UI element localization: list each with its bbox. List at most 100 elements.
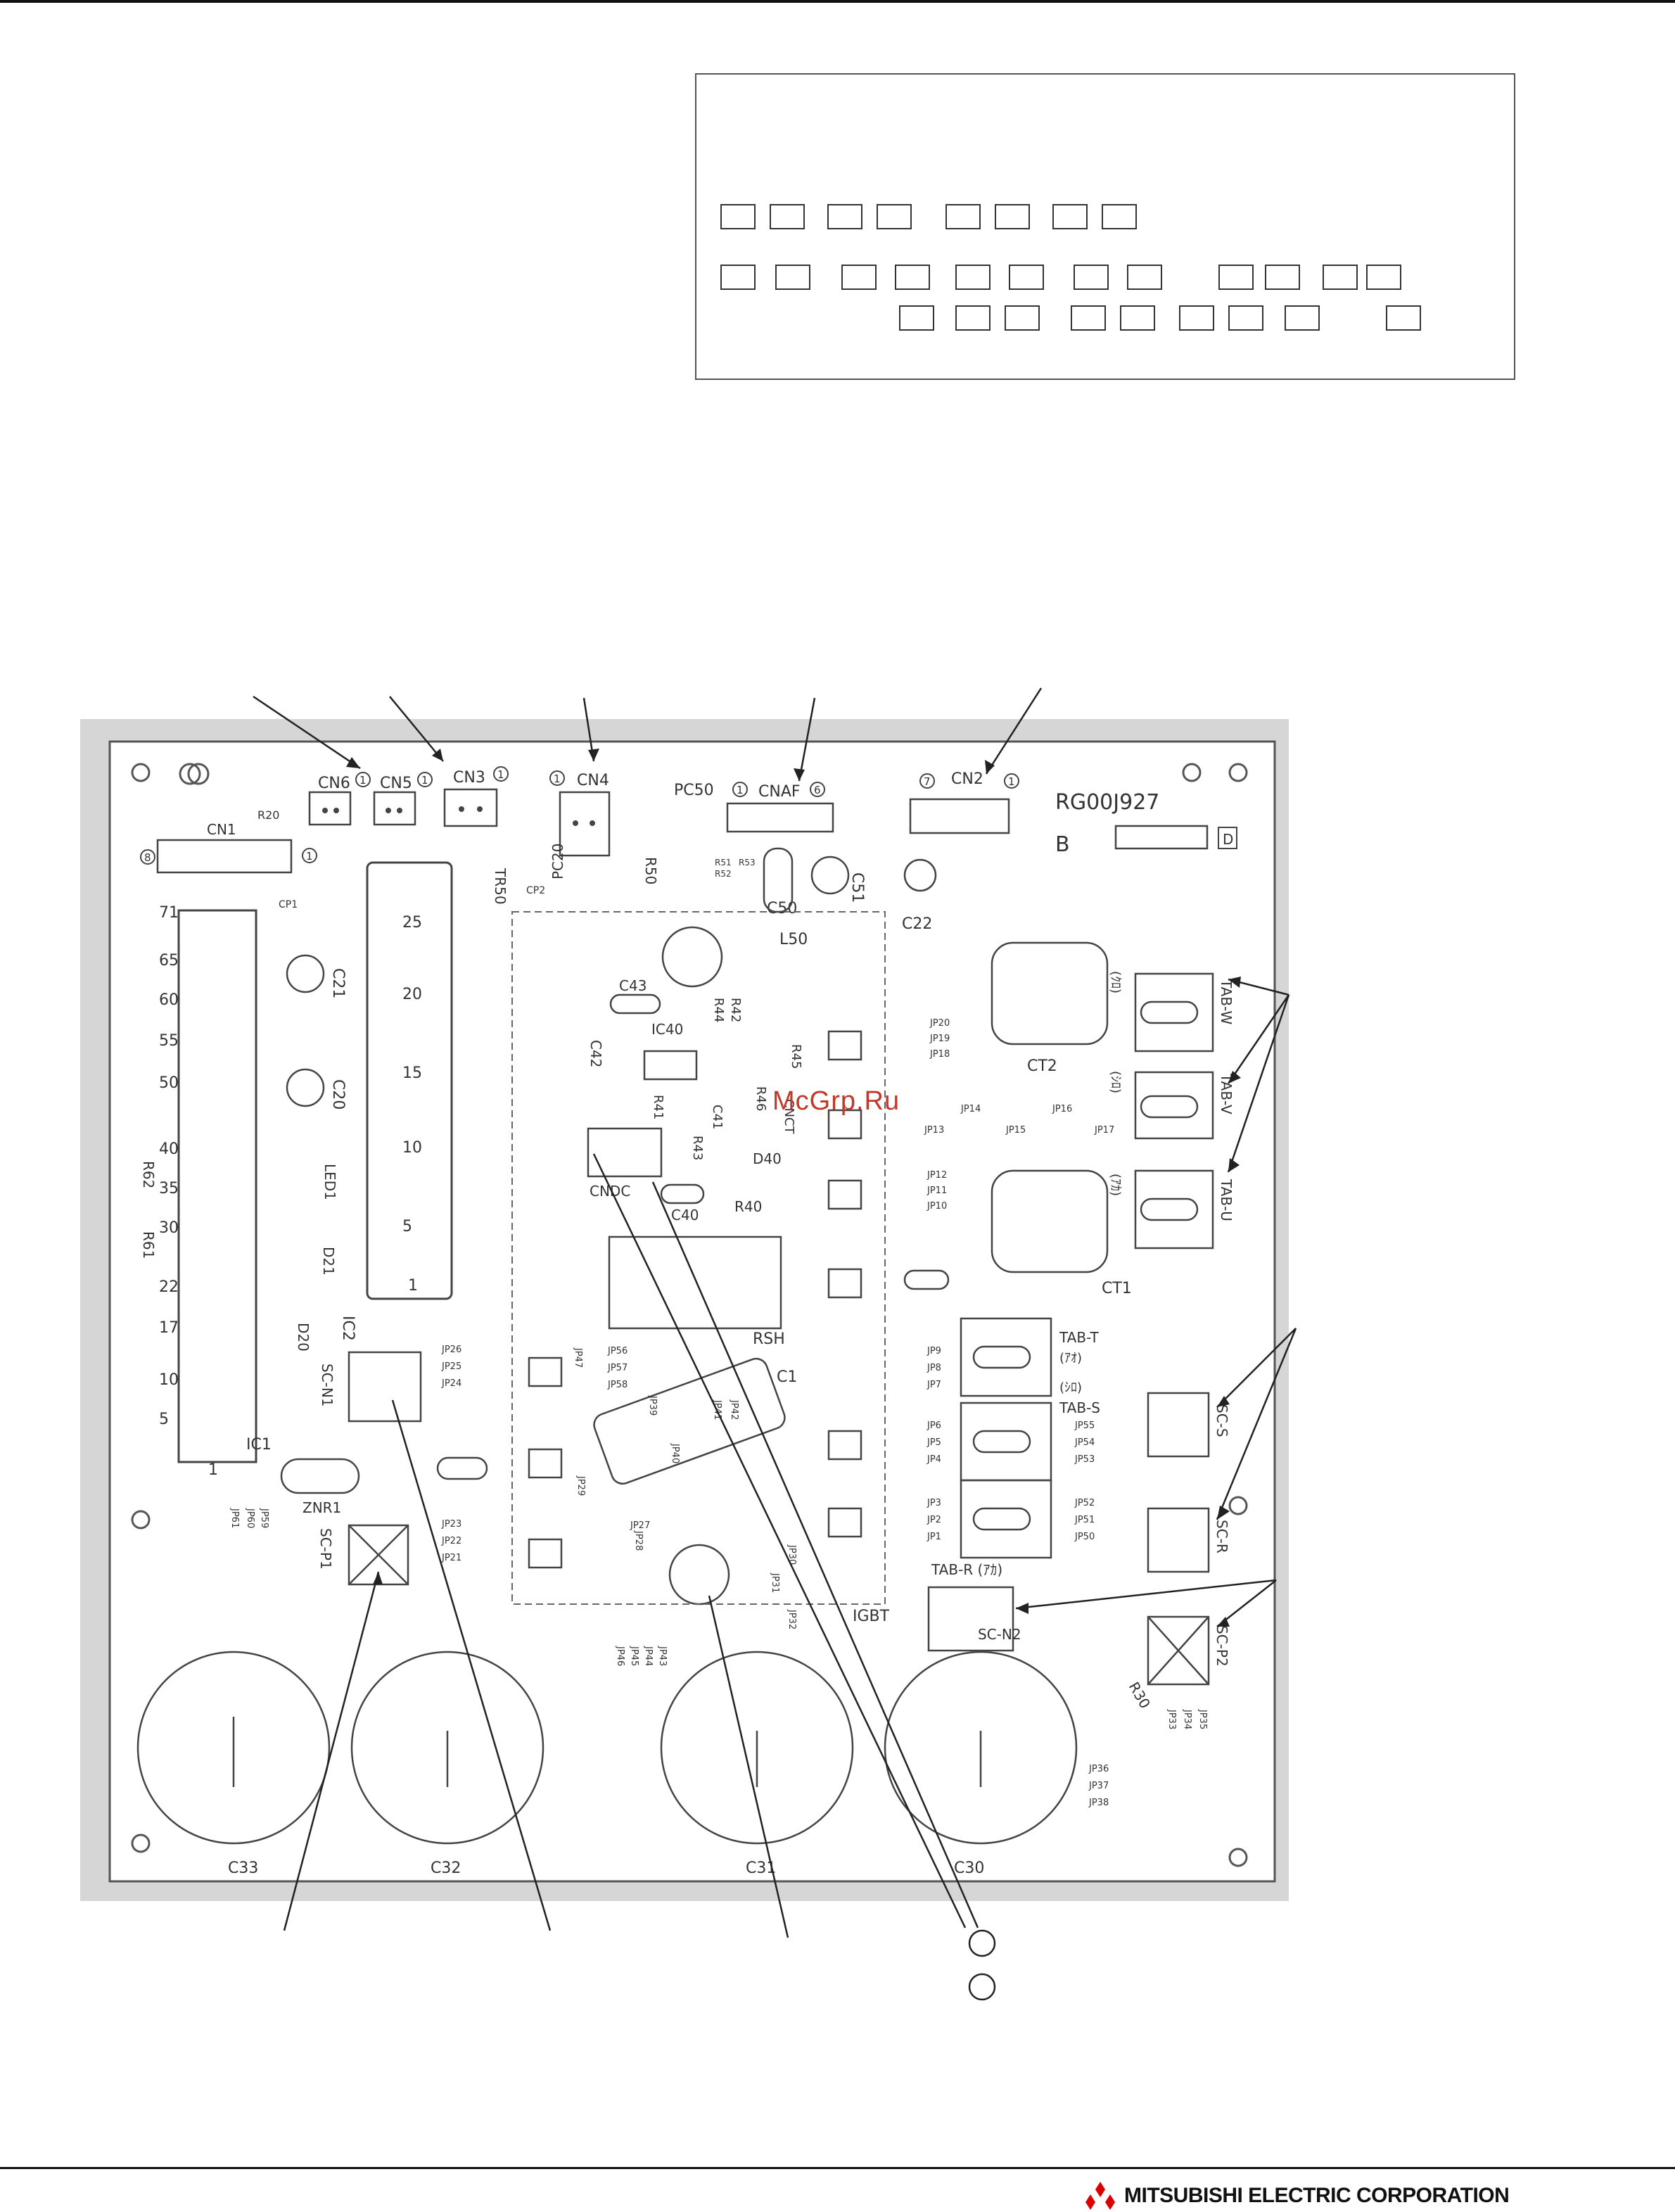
label-l50: L50 [779,931,808,948]
ic1-pin-number: 35 [159,1180,179,1197]
ic1-pin-number: 40 [159,1140,179,1158]
legend-square [1052,204,1088,229]
legend-square [895,265,930,290]
jumper-jp1: JP1 [926,1532,941,1542]
ic1-pin-number: 22 [159,1278,179,1296]
jumper-jp20: JP20 [929,1018,950,1029]
pin-one-label: 1 [497,768,504,781]
jumper-jp54: JP54 [1074,1437,1095,1448]
jumper-jp17: JP17 [1094,1125,1114,1136]
label-tab-t: TAB-T [1059,1329,1099,1346]
label-ao: (ｱｵ) [1059,1351,1082,1366]
legend-square [1265,265,1300,290]
pin-one-label: 1 [306,850,313,863]
footer-brand-name: MITSUBISHI ELECTRIC CORPORATION [1124,2184,1510,2207]
legend-square [1005,305,1040,331]
label-c21: C21 [329,968,347,998]
jumper-jp60: JP60 [245,1508,255,1528]
jumper-jp14: JP14 [960,1104,981,1114]
legend-square [899,305,934,331]
label-d20: D20 [295,1323,312,1352]
top-connectors [156,788,1010,874]
label-c42: C42 [587,1040,604,1067]
legend-square [1127,265,1162,290]
ic1-pin-number: 10 [159,1371,179,1389]
pin-seven-label: 7 [924,775,931,788]
label-kuro: (ｸﾛ) [1108,971,1123,993]
label-sc-s: SC-S [1214,1404,1230,1437]
jumper-jp10: JP10 [926,1201,947,1212]
legend-square [1179,305,1214,331]
label-aka: (ｱｶ) [1108,1174,1123,1196]
legend-square [720,204,756,229]
mounting-holes [131,763,1248,1867]
legend-square [945,204,981,229]
label-c32: C32 [431,1860,461,1877]
label-cn5: CN5 [380,775,412,792]
label-sc-n1: SC-N1 [319,1364,336,1407]
ic2-pin-number: 15 [402,1064,422,1082]
jumper-jp5: JP5 [926,1437,941,1448]
jumper-jp24: JP24 [441,1378,461,1389]
jumper-jp31: JP31 [770,1572,780,1593]
label-d40: D40 [753,1150,782,1167]
ic2-pin-number: 5 [402,1218,412,1235]
ic1-pin-number: 55 [159,1032,179,1050]
label-c50: C50 [767,900,797,917]
ic2-outline [366,861,453,1300]
jumper-jp2: JP2 [926,1515,941,1525]
jumper-jp35: JP35 [1197,1709,1208,1729]
jumper-jp26: JP26 [441,1345,461,1355]
jumper-jp12: JP12 [926,1170,947,1181]
legend-square [1074,265,1109,290]
jumper-jp47: JP47 [573,1347,583,1368]
jumper-jp44: JP44 [643,1646,654,1666]
pin-eight-label: 8 [144,851,151,864]
jumper-jp36: JP36 [1088,1764,1109,1774]
label-cn2: CN2 [951,770,983,788]
jumper-jp53: JP53 [1074,1454,1095,1465]
label-sc-p2: SC-P2 [1214,1625,1230,1667]
label-shiro2: (ｼﾛ) [1059,1380,1082,1395]
ic2-pin-number: 20 [402,986,422,1003]
label-cndc: CNDC [590,1183,630,1200]
label-r51: R51 [715,858,732,867]
label-r20: R20 [257,808,279,822]
label-c40: C40 [671,1207,699,1223]
jumper-jp59: JP59 [259,1508,269,1528]
label-shiro: (ｼﾛ) [1108,1071,1123,1093]
ic2-pin-number: 10 [402,1139,422,1157]
label-tab-r: TAB-R (ｱｶ) [931,1561,1002,1578]
jumper-jp43: JP43 [657,1646,668,1666]
jumper-jp4: JP4 [926,1454,941,1465]
legend-square [1009,265,1044,290]
label-r42: R42 [728,998,743,1022]
label-cn1: CN1 [207,821,236,838]
legend-square [827,204,862,229]
jumper-jp34: JP34 [1182,1709,1192,1729]
label-znr1: ZNR1 [302,1499,341,1516]
legend-square [1323,265,1358,290]
board-revision-right: D [1223,831,1233,848]
label-cn6: CN6 [318,775,350,792]
legend-box [695,73,1515,380]
pin-one-label: 1 [1008,775,1015,788]
label-c20: C20 [329,1079,347,1110]
label-pc50: PC50 [674,782,714,799]
jumper-jp32: JP32 [786,1609,797,1629]
label-r50: R50 [642,857,659,884]
callout-arrowheads [346,749,1241,1627]
ic1-pin-number: 5 [159,1411,169,1428]
pin-six-label: 6 [814,784,821,796]
legend-square [955,305,991,331]
label-r43: R43 [690,1136,705,1160]
label-c1: C1 [777,1368,797,1386]
label-c41: C41 [710,1105,725,1129]
pin-one-label: 1 [737,784,744,796]
legend-square [775,265,810,290]
board-outline [108,740,1276,1883]
jumper-jp25: JP25 [441,1361,461,1372]
jumper-jp45: JP45 [629,1646,639,1666]
